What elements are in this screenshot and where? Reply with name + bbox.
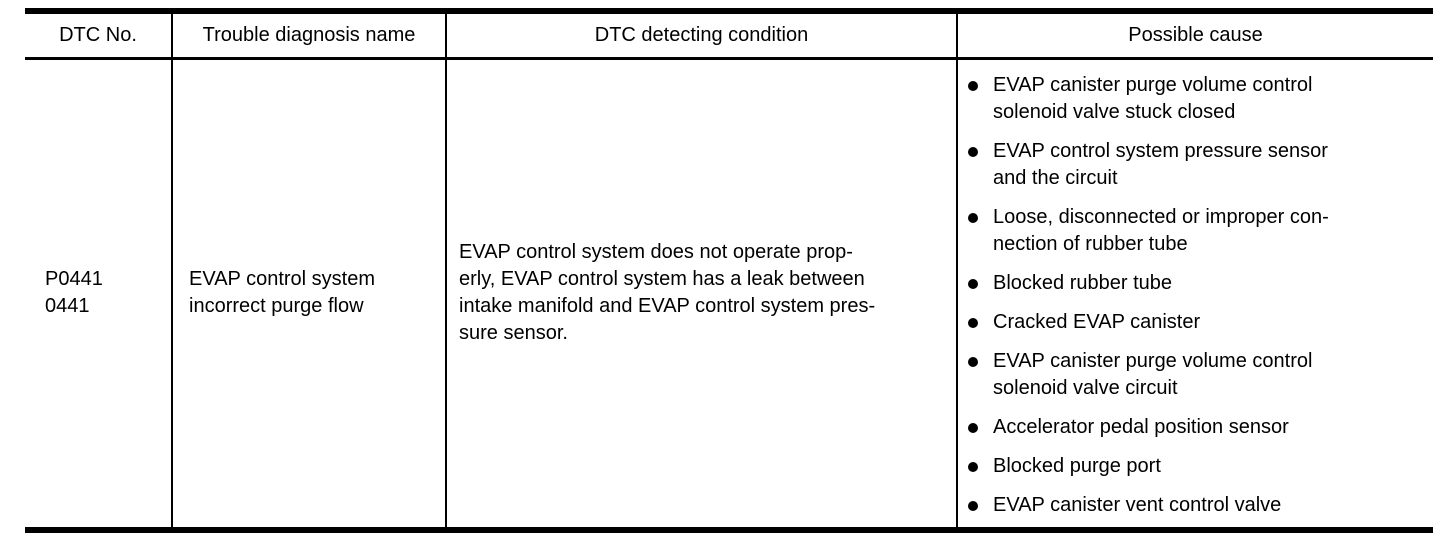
cell-trouble-diagnosis-name: EVAP control system incorrect purge flow — [171, 58, 446, 530]
cell-possible-cause: EVAP canister purge volume control solen… — [956, 58, 1433, 530]
bullet-icon — [968, 422, 978, 433]
bullet-icon — [968, 80, 978, 91]
bullet-icon — [968, 146, 978, 157]
possible-cause-item: Blocked rubber tube — [962, 270, 1427, 297]
bullet-icon — [968, 356, 978, 367]
possible-cause-text: EVAP control system pressure sensor and … — [993, 139, 1328, 189]
possible-cause-text: EVAP canister purge volume control solen… — [993, 349, 1313, 399]
possible-cause-text: EVAP canister purge volume control solen… — [993, 73, 1313, 123]
possible-cause-list: EVAP canister purge volume control solen… — [962, 72, 1427, 519]
cell-dtc-detecting-condition: EVAP control system does not operate pro… — [445, 58, 957, 530]
dtc-detecting-condition-value: EVAP control system does not operate pro… — [459, 241, 876, 345]
header-possible-cause: Possible cause — [956, 11, 1433, 60]
dtc-table: DTC No. Trouble diagnosis name DTC detec… — [25, 8, 1433, 533]
dtc-no-value: P0441 0441 — [45, 268, 103, 318]
table-header-row: DTC No. Trouble diagnosis name DTC detec… — [25, 11, 1433, 60]
possible-cause-item: Blocked purge port — [962, 453, 1427, 480]
possible-cause-text: Blocked purge port — [993, 454, 1161, 477]
bullet-icon — [968, 212, 978, 223]
possible-cause-text: Accelerator pedal position sensor — [993, 415, 1289, 438]
bullet-icon — [968, 500, 978, 511]
possible-cause-item: Accelerator pedal position sensor — [962, 414, 1427, 441]
table-row: P0441 0441 EVAP control system incorrect… — [25, 58, 1433, 530]
header-trouble-diagnosis-name: Trouble diagnosis name — [171, 11, 446, 60]
bullet-icon — [968, 317, 978, 328]
cell-dtc-no: P0441 0441 — [25, 58, 172, 530]
possible-cause-item: EVAP control system pressure sensor and … — [962, 138, 1427, 192]
bullet-icon — [968, 461, 978, 472]
possible-cause-item: Loose, disconnected or improper con- nec… — [962, 204, 1427, 258]
possible-cause-text: Loose, disconnected or improper con- nec… — [993, 205, 1329, 255]
bullet-icon — [968, 278, 978, 289]
possible-cause-text: Cracked EVAP canister — [993, 310, 1201, 333]
trouble-diagnosis-name-value: EVAP control system incorrect purge flow — [189, 268, 375, 318]
possible-cause-text: Blocked rubber tube — [993, 271, 1173, 294]
possible-cause-item: Cracked EVAP canister — [962, 309, 1427, 336]
header-dtc-no: DTC No. — [25, 11, 172, 60]
possible-cause-text: EVAP canister vent control valve — [993, 493, 1282, 516]
possible-cause-item: EVAP canister vent control valve — [962, 492, 1427, 519]
possible-cause-item: EVAP canister purge volume control solen… — [962, 348, 1427, 402]
possible-cause-item: EVAP canister purge volume control solen… — [962, 72, 1427, 126]
header-dtc-detecting-condition: DTC detecting condition — [445, 11, 957, 60]
